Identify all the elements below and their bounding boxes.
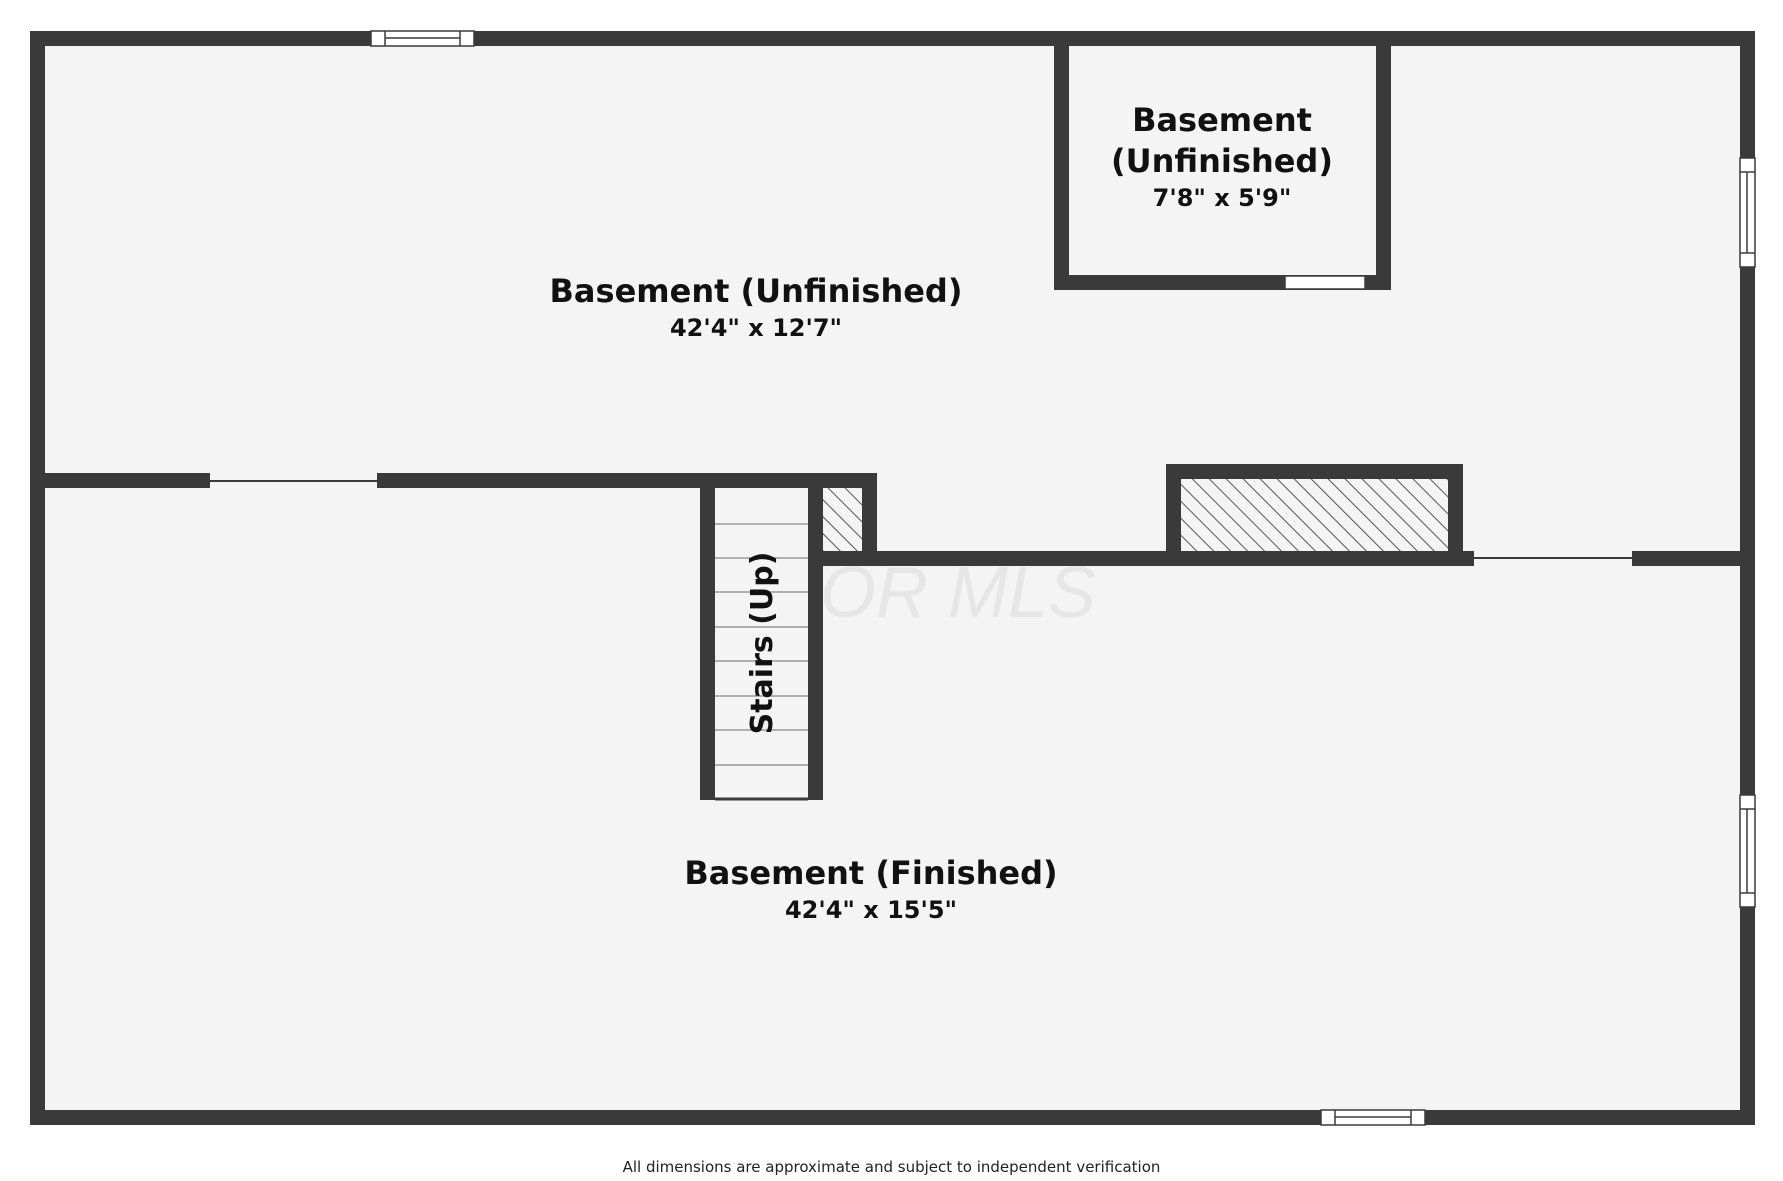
small-room-door-opening [1284, 275, 1366, 290]
stairs [715, 488, 808, 801]
window-right-lower [1739, 794, 1756, 908]
hatched-chimney [1181, 479, 1448, 551]
disclaimer-text: All dimensions are approximate and subje… [622, 1158, 1161, 1176]
hatched-column [823, 488, 862, 551]
wall-stub [1458, 551, 1474, 566]
interior-walls [39, 464, 1748, 800]
small-room-name-line1: Basement [1132, 101, 1312, 139]
small-room-dimensions: 7'8" x 5'9" [1153, 184, 1292, 212]
window-top [370, 30, 475, 47]
upper-room-dimensions: 42'4" x 12'7" [670, 314, 842, 342]
window-right-upper [1739, 157, 1756, 268]
floor-area [43, 45, 1740, 1110]
doorway-openings [210, 480, 1632, 559]
upper-room-name: Basement (Unfinished) [550, 272, 963, 310]
window-bottom [1320, 1109, 1426, 1126]
stairs-label: Stairs (Up) [745, 552, 780, 735]
small-room-name-line2: (Unfinished) [1111, 142, 1333, 180]
lower-room-dimensions: 42'4" x 15'5" [785, 896, 957, 924]
lower-room-name: Basement (Finished) [684, 854, 1057, 892]
